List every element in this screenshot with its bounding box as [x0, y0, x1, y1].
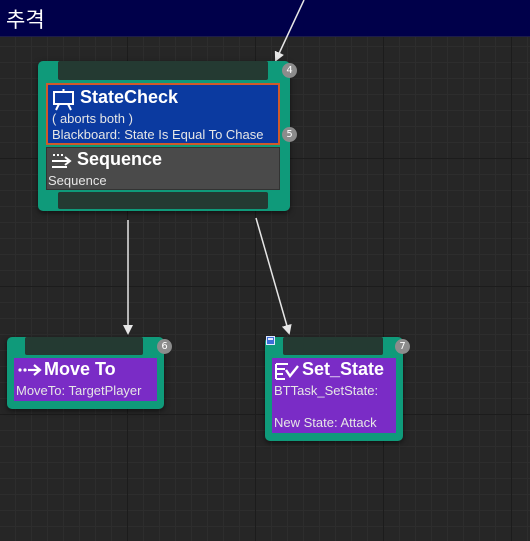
sequence-composite[interactable]: Sequence Sequence — [46, 147, 280, 190]
input-pin[interactable] — [283, 337, 383, 355]
sequence-node[interactable]: StateCheck ( aborts both ) Blackboard: S… — [38, 61, 290, 211]
set-state-task[interactable]: Set_State BTTask_SetState: New State: At… — [272, 358, 396, 433]
node-index-badge: 4 — [282, 63, 297, 78]
graph-title-bar: 추격 — [0, 0, 530, 37]
decorator-title: StateCheck — [80, 87, 179, 107]
move-to-node[interactable]: Move To MoveTo: TargetPlayer — [7, 337, 164, 409]
decorator-condition: Blackboard: State Is Equal To Chase — [52, 127, 264, 142]
set-state-title: Set_State — [302, 359, 385, 379]
breakpoint-icon — [266, 336, 275, 345]
composite-subtitle: Sequence — [48, 173, 107, 188]
task-icon — [275, 363, 299, 380]
node-index-badge: 7 — [395, 339, 410, 354]
blackboard-icon — [53, 89, 74, 111]
input-pin[interactable] — [58, 61, 268, 80]
move-to-subtitle: MoveTo: TargetPlayer — [16, 383, 142, 398]
composite-title: Sequence — [77, 149, 163, 169]
sequence-icon — [52, 154, 72, 168]
node-index-badge: 6 — [157, 339, 172, 354]
wire-to-set-state — [255, 217, 292, 335]
set-state-new-state: New State: Attack — [274, 415, 377, 430]
move-to-icon — [18, 364, 42, 376]
move-to-task[interactable]: Move To MoveTo: TargetPlayer — [14, 358, 157, 401]
output-pin[interactable] — [58, 192, 268, 209]
decorator-index-badge: 5 — [282, 127, 297, 142]
graph-title: 추격 — [6, 8, 45, 32]
set-state-task-class: BTTask_SetState: — [274, 383, 379, 398]
decorator-abort-mode: ( aborts both ) — [52, 111, 133, 126]
wire-incoming — [274, 0, 305, 62]
move-to-title: Move To — [44, 359, 116, 379]
statecheck-decorator[interactable]: StateCheck ( aborts both ) Blackboard: S… — [46, 83, 280, 145]
set-state-node[interactable]: Set_State BTTask_SetState: New State: At… — [265, 337, 403, 441]
input-pin[interactable] — [25, 337, 143, 355]
